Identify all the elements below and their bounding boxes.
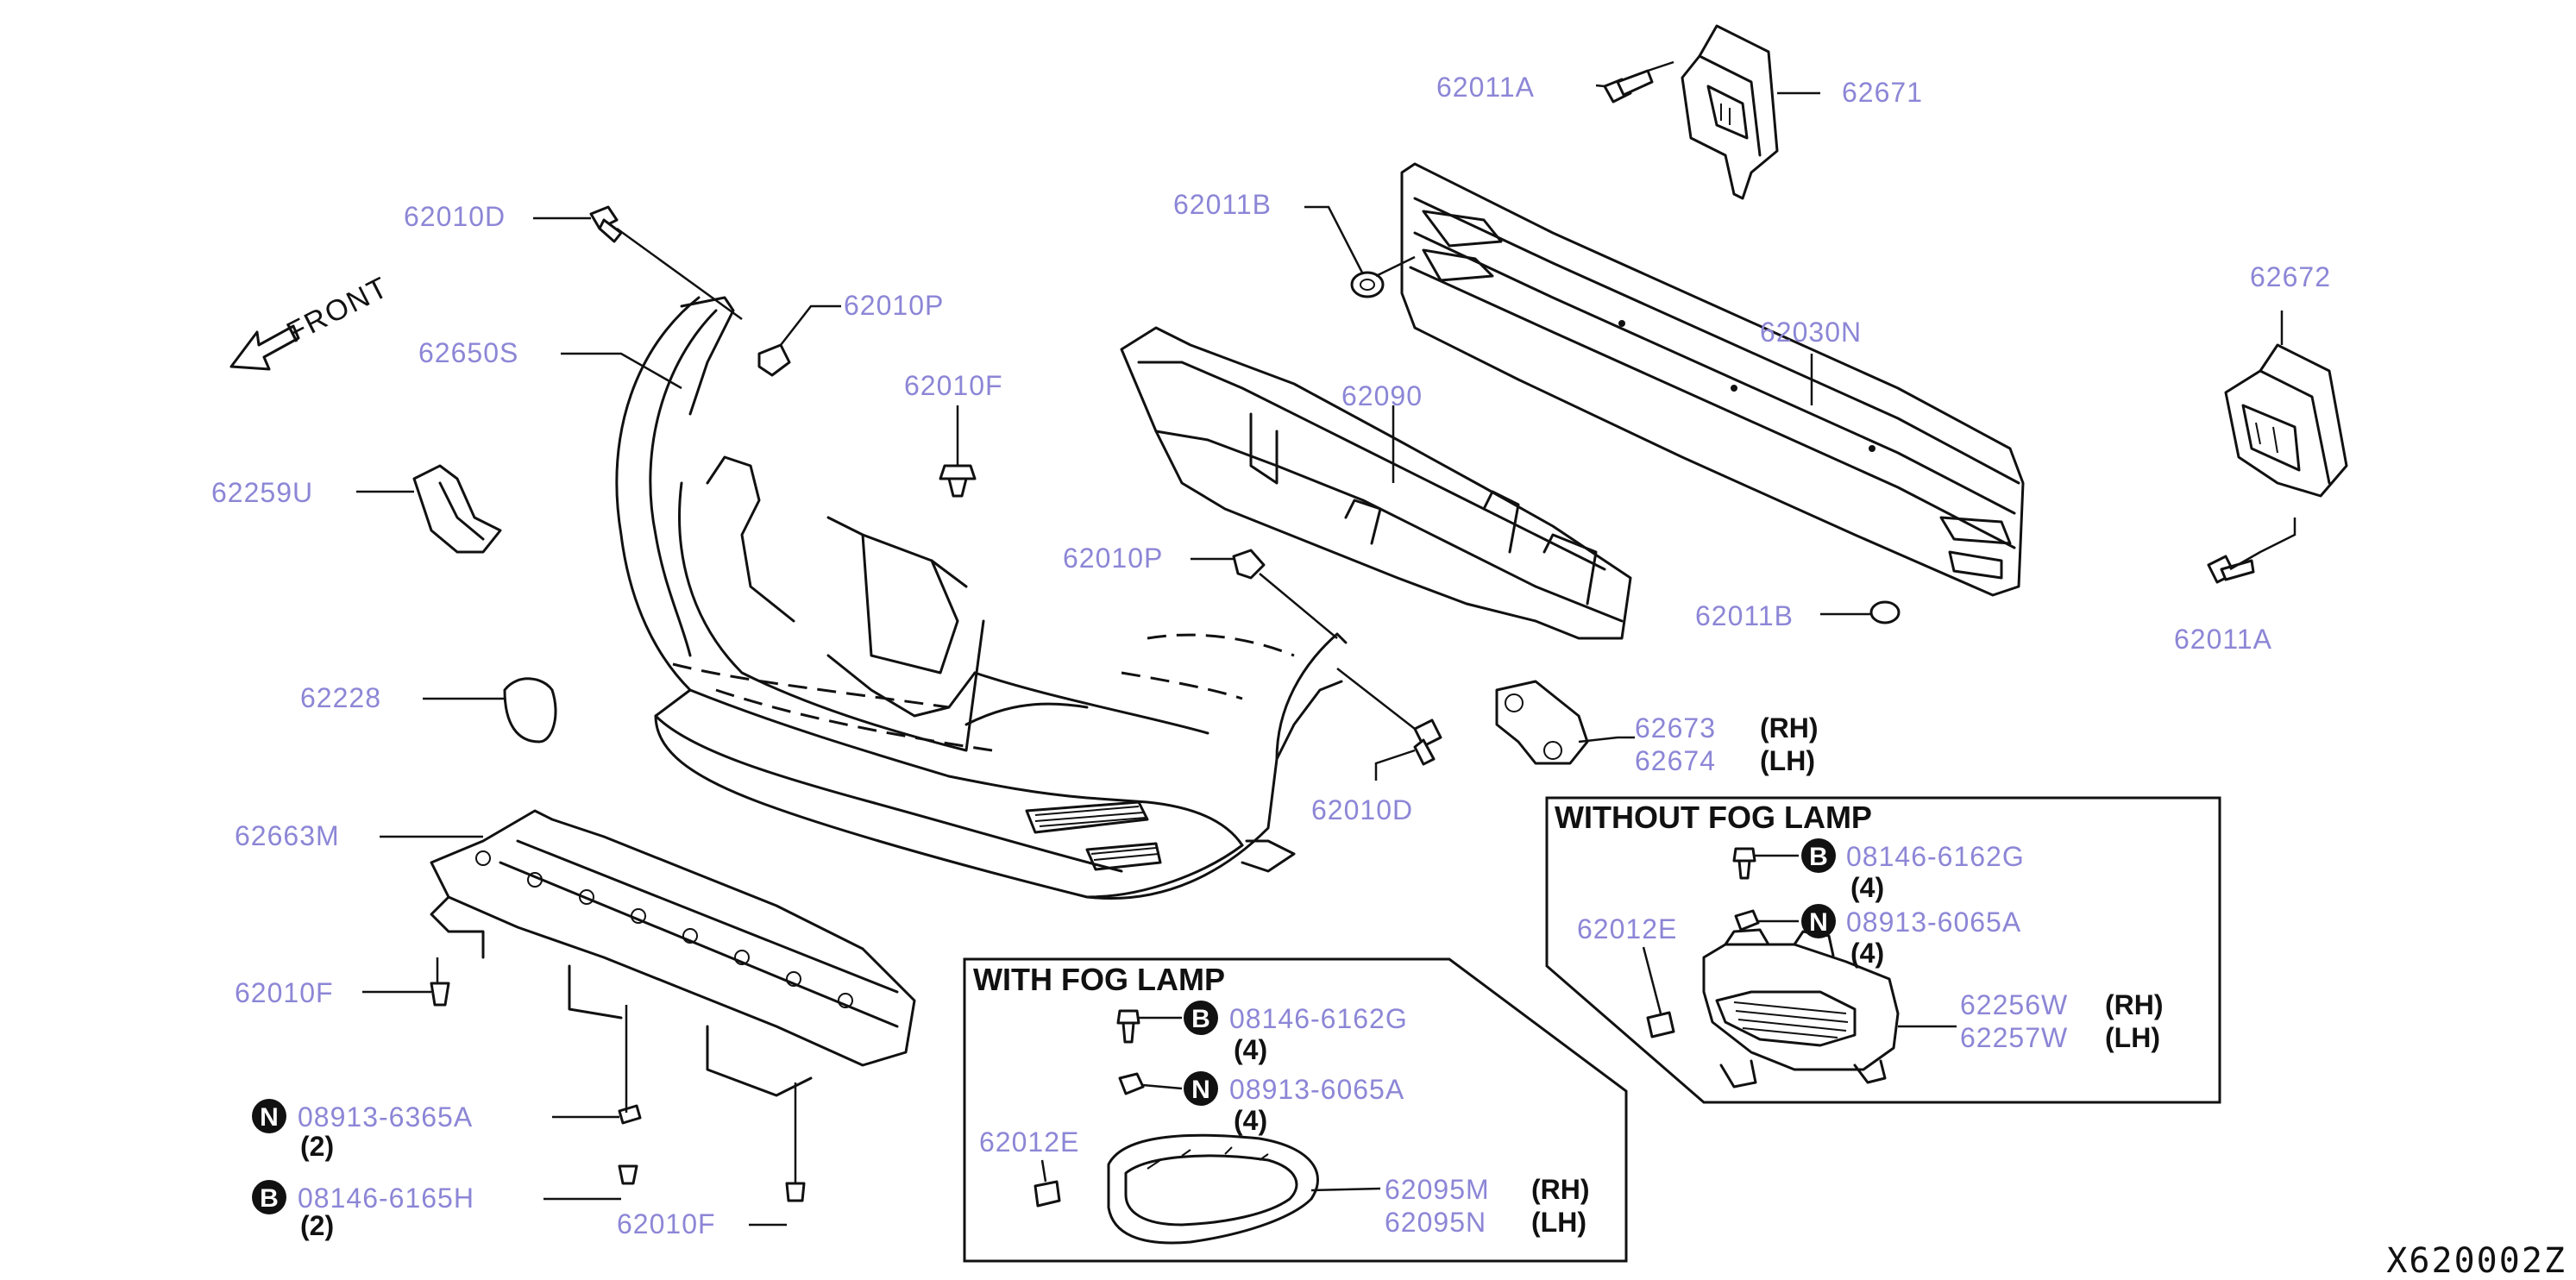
without-fog-nut-letter: N xyxy=(1809,908,1828,937)
with-fog-bolt-letter: B xyxy=(1191,1005,1210,1033)
with-fog-bezel-lh-label: 62095N xyxy=(1385,1207,1486,1238)
with-fog-nut-label: 08913-6065A xyxy=(1229,1074,1404,1105)
label-62010D-top: 62010D xyxy=(404,201,506,232)
label-62011B-mid: 62011B xyxy=(1695,600,1794,631)
label-62010F-left: 62010F xyxy=(235,977,334,1008)
with-fog-nut-letter: N xyxy=(1191,1076,1210,1104)
label-62650S: 62650S xyxy=(418,337,518,368)
with-fog-bezel-rh-label: 62095M xyxy=(1385,1174,1490,1205)
label-62673-side: (RH) xyxy=(1760,712,1819,744)
label-62011A-top: 62011A xyxy=(1436,72,1535,103)
with-fog-lamp-box: WITH FOG LAMP B 08146-6162G (4) N 08913-… xyxy=(963,957,1628,1263)
label-62010F-top: 62010F xyxy=(904,370,1003,401)
with-fog-bezel-lh-side: (LH) xyxy=(1531,1207,1586,1238)
bracket-62671-drawing xyxy=(1681,24,1779,200)
leader-lines xyxy=(356,60,2296,1227)
marker-n-left-qty: (2) xyxy=(300,1131,334,1162)
bumper-reinforcement-drawing xyxy=(1400,162,2025,597)
label-62673: 62673 xyxy=(1635,712,1716,744)
front-label: FRONT xyxy=(281,271,393,350)
part-labels: 62011A 62671 62011B 62010D 62010P 62650S… xyxy=(211,72,2331,1239)
marker-b-left-letter: B xyxy=(260,1184,279,1213)
label-62663M: 62663M xyxy=(235,820,340,851)
label-62674: 62674 xyxy=(1635,745,1716,776)
with-fog-lamp-title: WITH FOG LAMP xyxy=(973,962,1225,997)
bumper-fascia-drawing xyxy=(615,296,1348,900)
without-fog-lamp-title: WITHOUT FOG LAMP xyxy=(1555,800,1872,835)
without-fog-nut-qty: (4) xyxy=(1850,938,1884,969)
with-fog-nut-qty: (4) xyxy=(1234,1105,1267,1136)
label-62228: 62228 xyxy=(300,682,381,713)
without-fog-cover-lh-side: (LH) xyxy=(2105,1022,2160,1053)
label-62011B-top: 62011B xyxy=(1173,189,1272,220)
without-fog-bolt-letter: B xyxy=(1809,843,1828,871)
label-62259U: 62259U xyxy=(211,477,313,508)
marker-n-left-letter: N xyxy=(260,1103,279,1132)
without-fog-nut-label: 08913-6065A xyxy=(1846,907,2021,938)
with-fog-bezel-rh-side: (RH) xyxy=(1531,1174,1590,1205)
without-fog-bolt-label: 08146-6162G xyxy=(1846,841,2025,872)
without-fog-lamp-box: WITHOUT FOG LAMP B 08146-6162G (4) N 089… xyxy=(1545,796,2221,1104)
with-fog-clip-label: 62012E xyxy=(979,1126,1079,1158)
without-fog-cover-lh-label: 62257W xyxy=(1960,1022,2068,1053)
diagram-code: X620002Z xyxy=(2386,1241,2567,1280)
label-62030N: 62030N xyxy=(1760,317,1862,348)
with-fog-bolt-qty: (4) xyxy=(1234,1034,1267,1065)
label-62674-side: (LH) xyxy=(1760,745,1815,776)
label-62010F-bottom: 62010F xyxy=(617,1208,716,1239)
marker-n-left: N (2) xyxy=(252,1099,334,1162)
label-62010P-mid: 62010P xyxy=(1063,543,1163,574)
front-direction-arrow: FRONT xyxy=(229,271,394,371)
undercover-drawing xyxy=(430,809,916,1202)
marker-b-left: B (2) xyxy=(252,1180,334,1241)
label-62090: 62090 xyxy=(1341,380,1423,411)
without-fog-bolt-qty: (4) xyxy=(1850,872,1884,903)
small-fasteners xyxy=(412,69,2255,766)
energy-absorber-drawing xyxy=(1120,326,1632,640)
label-62010P-top: 62010P xyxy=(844,290,944,321)
with-fog-bolt-label: 08146-6162G xyxy=(1229,1003,1408,1034)
label-62011A-right: 62011A xyxy=(2174,624,2272,655)
marker-b-left-qty: (2) xyxy=(300,1210,334,1241)
label-08913-6365A: 08913-6365A xyxy=(298,1101,473,1133)
label-62010D-mid: 62010D xyxy=(1311,794,1413,825)
label-08146-6165H: 08146-6165H xyxy=(298,1183,474,1214)
without-fog-cover-rh-label: 62256W xyxy=(1960,989,2068,1020)
label-62672: 62672 xyxy=(2250,261,2331,292)
without-fog-cover-rh-side: (RH) xyxy=(2105,989,2164,1020)
without-fog-clip-label: 62012E xyxy=(1577,913,1677,944)
label-62671: 62671 xyxy=(1842,77,1923,108)
bracket-62672-drawing xyxy=(2224,343,2348,498)
